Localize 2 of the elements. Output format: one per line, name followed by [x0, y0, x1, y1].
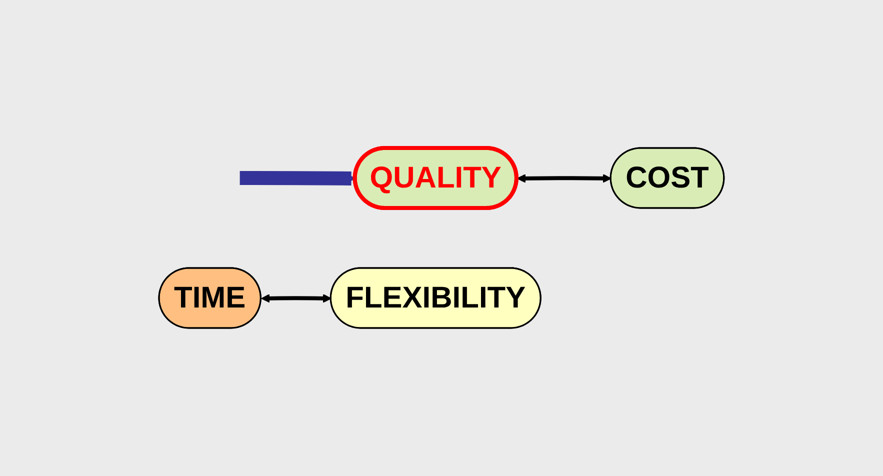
arrow	[516, 174, 612, 183]
arrow	[261, 294, 332, 303]
